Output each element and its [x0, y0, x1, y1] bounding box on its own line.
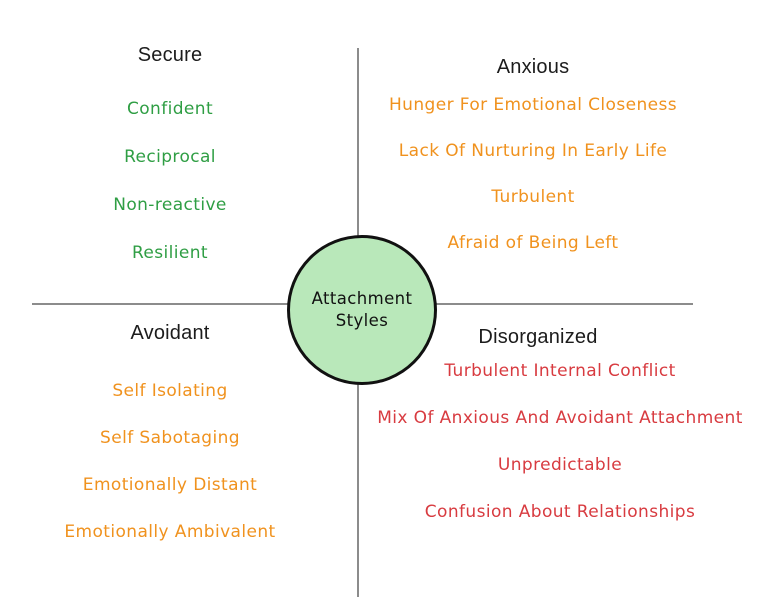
trait-item: Mix Of Anxious And Avoidant Attachment	[377, 407, 743, 428]
quadrant-anxious-items: Hunger For Emotional Closeness Lack Of N…	[368, 82, 698, 266]
trait-item: Emotionally Distant	[82, 474, 258, 495]
trait-item: Turbulent	[491, 187, 575, 207]
center-label: Attachment Styles	[312, 288, 413, 333]
trait-item: Self Sabotaging	[100, 427, 240, 448]
quadrant-avoidant-items: Self Isolating Self Sabotaging Emotional…	[20, 367, 320, 555]
quadrant-avoidant: Avoidant Self Isolating Self Sabotaging …	[20, 318, 320, 555]
quadrant-disorganized: Disorganized Turbulent Internal Conflict…	[350, 322, 768, 535]
quadrant-disorganized-items: Turbulent Internal Conflict Mix Of Anxio…	[350, 347, 768, 535]
trait-item: Confusion About Relationships	[424, 501, 696, 522]
trait-item: Resilient	[131, 243, 209, 263]
trait-item: Turbulent Internal Conflict	[444, 360, 676, 381]
quadrant-disorganized-title: Disorganized	[478, 326, 598, 348]
trait-item: Afraid of Being Left	[447, 233, 619, 253]
trait-item: Emotionally Ambivalent	[64, 521, 276, 542]
quadrant-anxious: Anxious Hunger For Emotional Closeness L…	[368, 52, 698, 266]
quadrant-secure: Secure Confident Reciprocal Non-reactive…	[20, 40, 320, 277]
quadrant-anxious-title: Anxious	[496, 56, 570, 78]
trait-item: Unpredictable	[497, 454, 623, 475]
trait-item: Lack Of Nurturing In Early Life	[398, 141, 668, 161]
center-label-line2: Styles	[335, 311, 389, 330]
trait-item: Reciprocal	[124, 147, 216, 167]
quadrant-secure-items: Confident Reciprocal Non-reactive Resili…	[20, 85, 320, 277]
trait-item: Hunger For Emotional Closeness	[388, 95, 677, 115]
trait-item: Non-reactive	[113, 195, 227, 215]
quadrant-avoidant-title: Avoidant	[130, 322, 210, 344]
trait-item: Confident	[126, 99, 214, 119]
quadrant-secure-title: Secure	[137, 44, 203, 66]
center-label-line1: Attachment	[311, 288, 413, 308]
trait-item: Self Isolating	[112, 380, 228, 401]
center-circle: Attachment Styles	[287, 235, 437, 385]
